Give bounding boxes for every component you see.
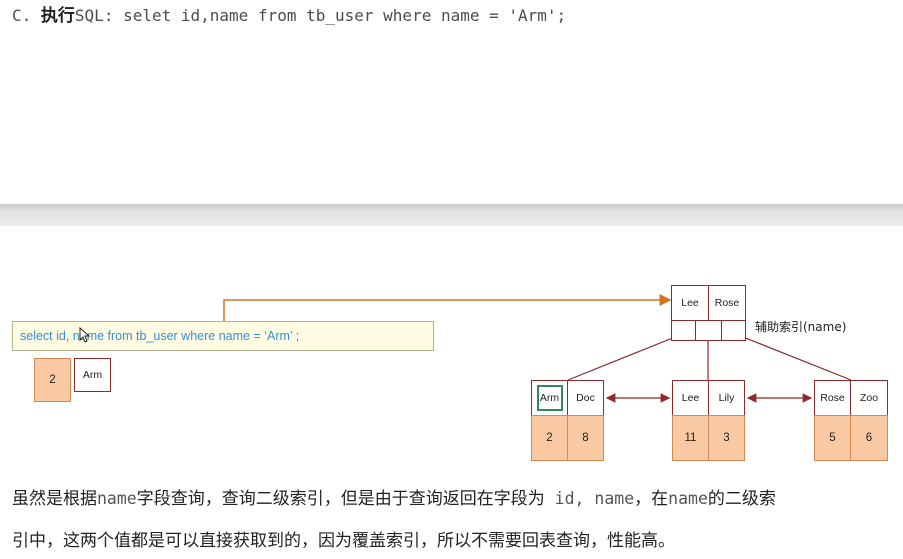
leaf3-key-rose: Rose: [814, 380, 851, 416]
explanation-text: 的二级索: [707, 489, 776, 509]
explanation-text: ，在: [634, 489, 669, 509]
step-heading: C. 执行SQL: selet id,name from tb_user whe…: [12, 2, 566, 30]
step-zh-label: 执行: [40, 6, 75, 26]
mouse-cursor-icon: [79, 327, 91, 343]
explanation-code: name: [97, 489, 137, 508]
root-to-leaf1-line: [567, 332, 686, 381]
leaf2-key-lee: Lee: [672, 380, 709, 416]
sql-label: SQL: [74, 6, 104, 25]
root-pointer-3: [721, 320, 746, 341]
leaf3-key-zoo: Zoo: [850, 380, 888, 416]
index-label: 辅助索引(name): [755, 320, 847, 334]
section-divider: [0, 204, 903, 226]
explanation-code: id, name: [544, 489, 635, 508]
explanation-text: 字段查询，查询二级索引，但是由于查询返回在字段为: [136, 489, 545, 509]
explanation-text: 虽然是根据: [12, 489, 97, 509]
leaf2-value-1: 11: [672, 415, 709, 461]
explanation-code: name: [668, 489, 708, 508]
query-box: select id, name from tb_user where name …: [12, 321, 434, 351]
heading-sql: selet id,name from tb_user where name = …: [123, 6, 567, 25]
explanation-line-2: 引中，这两个值都是可以直接获取到的，因为覆盖索引，所以不需要回表查询，性能高。: [12, 531, 675, 551]
result-name-cell: Arm: [74, 358, 111, 392]
root-key-rose: Rose: [708, 285, 746, 321]
leaf2-key-lily: Lily: [708, 380, 745, 416]
step-prefix: C.: [12, 6, 41, 25]
query-to-root-arrow: [223, 294, 672, 321]
root-key-lee: Lee: [671, 285, 709, 321]
leaf3-value-1: 5: [814, 415, 851, 461]
leaf3-value-2: 6: [850, 415, 888, 461]
leaf1-key-doc: Doc: [567, 380, 604, 416]
leaf1-value-2: 8: [567, 415, 604, 461]
result-id-cell: 2: [34, 358, 71, 402]
explanation-line-1: 虽然是根据name字段查询，查询二级索引，但是由于查询返回在字段为 id, na…: [12, 486, 897, 512]
root-pointer-2: [695, 320, 722, 341]
root-to-leaf3-line: [732, 332, 852, 381]
arm-key-highlight: [537, 385, 563, 411]
root-pointer-1: [671, 320, 696, 341]
leaf2-value-2: 3: [708, 415, 745, 461]
leaf1-value-1: 2: [531, 415, 568, 461]
heading-colon: :: [103, 6, 124, 25]
